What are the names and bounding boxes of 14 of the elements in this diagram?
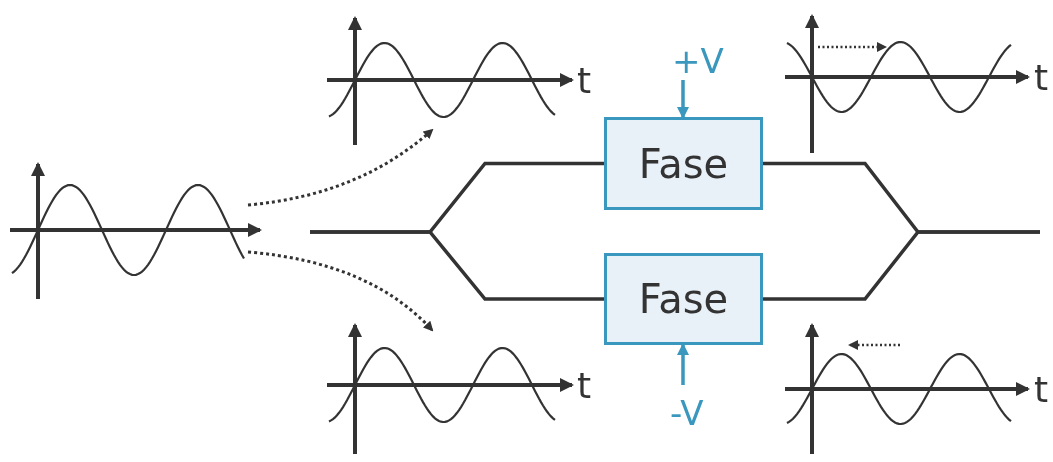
waveguide-line: [310, 230, 604, 301]
dotted-arrow: [247, 128, 434, 207]
arrow: [677, 80, 689, 119]
voltage-label: -V: [670, 396, 704, 430]
axis-label: t: [1034, 372, 1049, 408]
phase-shifter-box: Fase: [604, 253, 763, 345]
axis-label: t: [1034, 60, 1049, 96]
axis-label: t: [577, 63, 592, 99]
arrow: [677, 343, 689, 385]
dotted-arrow: [247, 250, 434, 332]
axis-label: t: [577, 368, 592, 404]
phase-shifter-box: Fase: [604, 117, 763, 210]
voltage-label: +V: [672, 44, 724, 78]
waveguide-line: [763, 230, 1040, 301]
